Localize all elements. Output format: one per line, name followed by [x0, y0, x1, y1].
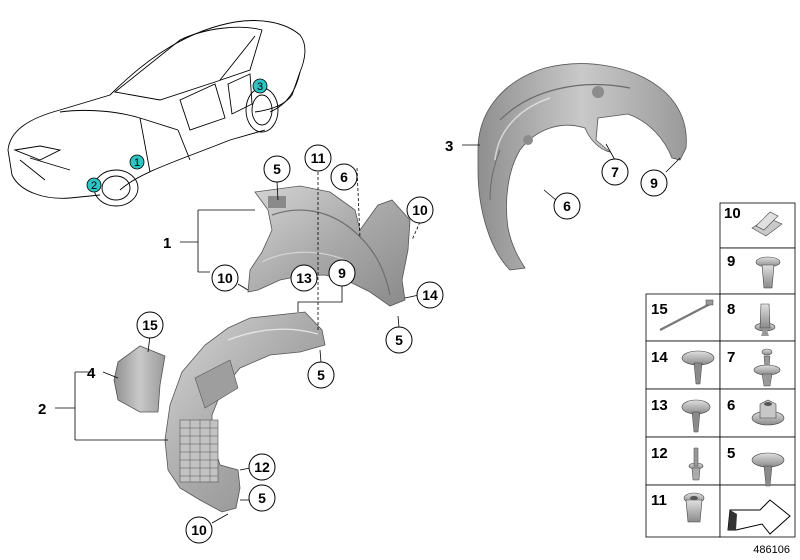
callout-10-left: 10 [211, 264, 239, 292]
large-washer-screw-icon [681, 350, 715, 385]
table-label-12: 12 [651, 445, 668, 462]
table-label-7: 7 [727, 349, 735, 366]
fir-tree-clip-icon [753, 348, 781, 387]
car-marker-3: 3 [252, 78, 268, 94]
svg-text:9: 9 [650, 175, 658, 191]
callout-10-bottom: 10 [185, 516, 213, 544]
car-marker-3-label: 3 [257, 81, 263, 93]
table-label-8: 8 [727, 301, 735, 318]
svg-text:5: 5 [273, 161, 281, 177]
callout-6-left: 6 [330, 163, 358, 191]
car-marker-1: 1 [129, 154, 145, 170]
callout-13: 13 [290, 264, 318, 292]
svg-text:7: 7 [611, 164, 619, 180]
table-label-11: 11 [651, 492, 667, 509]
speed-nut-clip-icon [751, 211, 783, 237]
callout-5-center: 5 [307, 361, 335, 389]
table-label-6: 6 [727, 397, 735, 414]
callout-5-bottom: 5 [248, 484, 276, 512]
car-marker-2: 2 [86, 177, 102, 193]
serrated-washer-screw-icon [751, 452, 785, 487]
table-label-13: 13 [651, 397, 668, 414]
washer-screw-icon [681, 399, 711, 433]
svg-text:10: 10 [217, 270, 233, 286]
svg-text:13: 13 [296, 270, 312, 286]
svg-text:5: 5 [258, 490, 266, 506]
svg-text:6: 6 [563, 198, 571, 214]
side-label-3: 3 [445, 138, 453, 155]
table-label-9: 9 [727, 253, 735, 270]
callout-5-mid-right: 5 [385, 326, 413, 354]
expansion-rivet-icon [755, 256, 781, 289]
callout-9-right: 9 [640, 169, 668, 197]
svg-text:9: 9 [338, 265, 346, 281]
side-label-2: 2 [38, 401, 46, 418]
flange-nut-icon [751, 399, 785, 426]
table-label-5: 5 [727, 445, 735, 462]
callouts: 5 11 6 10 10 13 9 14 5 15 5 12 5 10 7 9 … [136, 144, 668, 544]
side-label-1: 1 [163, 235, 171, 252]
callout-7: 7 [601, 158, 629, 186]
table-label-14: 14 [651, 349, 668, 366]
cable-tie-icon [659, 299, 714, 331]
rear-wheel-arch-liner [477, 63, 687, 271]
table-label-15: 15 [651, 301, 668, 318]
callout-11: 11 [304, 144, 332, 172]
car-outline [7, 20, 306, 207]
svg-text:15: 15 [142, 317, 158, 333]
callout-10-right: 10 [406, 196, 434, 224]
cover-plate [113, 345, 166, 413]
push-rivet-icon [754, 303, 776, 336]
car-marker-2-label: 2 [91, 180, 97, 192]
svg-text:5: 5 [395, 332, 403, 348]
front-wheel-arch-liner-lower [164, 311, 326, 513]
callout-9-left: 9 [328, 259, 356, 287]
svg-text:10: 10 [412, 202, 428, 218]
callout-12: 12 [248, 453, 276, 481]
side-label-4: 4 [87, 365, 96, 382]
callout-15: 15 [136, 311, 164, 339]
pin-rivet-icon [688, 447, 704, 481]
part-number: 486106 [753, 544, 790, 556]
callout-6-right: 6 [553, 192, 581, 220]
svg-text:12: 12 [254, 459, 270, 475]
svg-text:11: 11 [311, 150, 326, 166]
svg-text:6: 6 [340, 169, 348, 185]
svg-text:10: 10 [191, 522, 207, 538]
callout-5-top: 5 [263, 155, 291, 183]
front-wheel-arch-liner-upper [247, 185, 411, 307]
callout-14: 14 [416, 281, 444, 309]
hardware-table: 10 9 15 8 14 7 13 6 12 5 11 [645, 202, 796, 538]
leader-lines [55, 143, 681, 524]
table-label-10: 10 [724, 205, 741, 222]
svg-text:5: 5 [317, 367, 325, 383]
car-marker-1-label: 1 [134, 157, 140, 169]
svg-text:14: 14 [422, 287, 438, 303]
expanding-nut-icon [683, 492, 705, 523]
direction-arrow-icon [727, 499, 791, 535]
